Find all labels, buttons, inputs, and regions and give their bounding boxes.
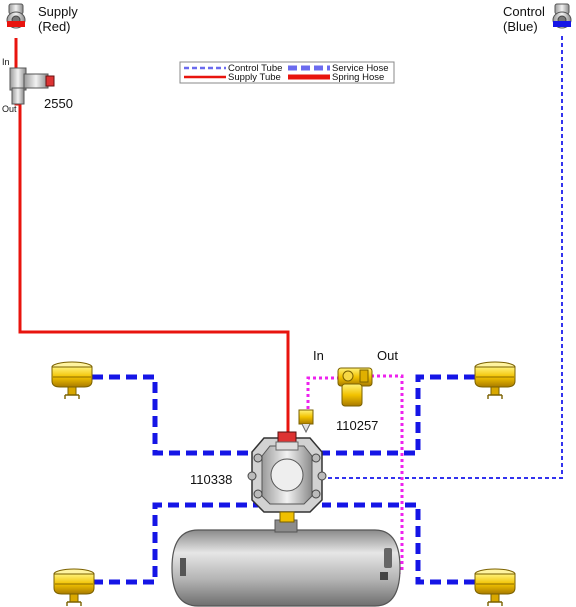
control-label: Control <box>503 4 545 19</box>
service-hose-bottom-right <box>322 502 475 585</box>
legend-control-label: Control Tube <box>228 63 282 74</box>
brake-chamber-top-right <box>474 361 516 400</box>
service-hoses <box>92 374 475 585</box>
part-110338-label: 110338 <box>190 472 232 487</box>
air-tank <box>171 519 401 607</box>
legend-spring-label: Spring Hose <box>332 72 384 83</box>
service-hose-bottom-left <box>92 502 258 585</box>
relay-valve-110338 <box>247 431 327 523</box>
control-gladhand-ring <box>553 21 571 27</box>
valve-110257 <box>337 367 373 407</box>
service-hose-top-right <box>322 374 475 456</box>
legend: Control Tube Supply Tube Service Hose Sp… <box>179 61 395 84</box>
supply-gladhand-ring <box>7 21 25 27</box>
legend-service-label: Service Hose <box>332 63 389 74</box>
valve-out-label: Out <box>377 348 398 363</box>
fitting-out-label: Out <box>2 104 17 114</box>
fitting-in-label: In <box>2 57 10 67</box>
service-hose-top-left <box>92 374 258 456</box>
relay-inlet-fitting <box>298 409 314 434</box>
supply-label: Supply <box>38 4 78 19</box>
valve-in-label: In <box>313 348 324 363</box>
control-tube <box>318 36 563 479</box>
brake-chamber-top-left <box>51 361 93 400</box>
legend-supply-label: Supply Tube <box>228 72 281 83</box>
brake-chamber-bottom-right <box>474 568 516 607</box>
part-2550-label: 2550 <box>44 96 73 111</box>
brake-chamber-bottom-left <box>53 568 95 607</box>
part-110257-label: 110257 <box>336 418 378 433</box>
pilot-lines <box>306 374 404 576</box>
fitting-2550 <box>9 67 55 105</box>
control-color-label: (Blue) <box>503 19 538 34</box>
supply-color-label: (Red) <box>38 19 71 34</box>
